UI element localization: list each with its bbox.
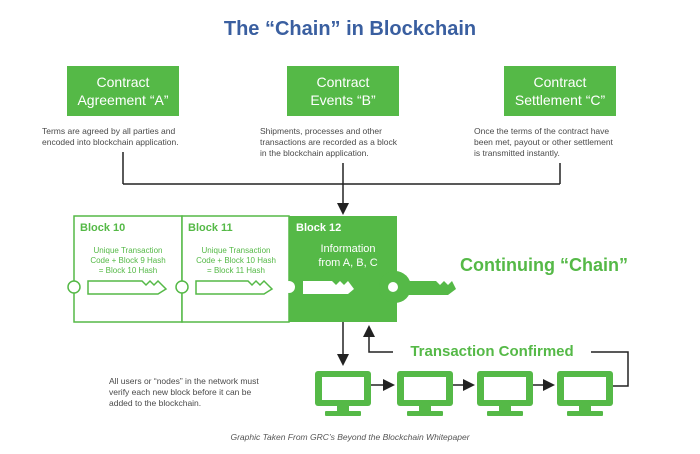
block-text-line: Code + Block 10 Hash (196, 256, 276, 265)
nodes-line: added to the blockchain. (109, 398, 202, 408)
block-text-line: = Block 11 Hash (207, 266, 265, 275)
block-10 (67, 215, 183, 323)
desc-line: been met, payout or other settlement (474, 137, 613, 147)
contract-settlement-line2: Settlement “C” (514, 92, 606, 108)
computer-icon (315, 371, 371, 416)
desc-line: Shipments, processes and other (260, 126, 382, 136)
block-12-text: Information from A, B, C (300, 242, 396, 270)
contract-settlement-description: Once the terms of the contract have been… (474, 126, 664, 159)
block-text-line: Unique Transaction (93, 246, 163, 255)
continuing-chain-label: Continuing “Chain” (460, 255, 628, 275)
contract-agreement-line1: Contract (96, 74, 150, 90)
nodes-line: verify each new block before it can be (109, 387, 252, 397)
block-12 (283, 216, 456, 322)
key-icon (67, 279, 168, 295)
block-text-line: = Block 10 Hash (98, 266, 158, 275)
confirmation-return-path (363, 325, 629, 387)
transaction-confirmed-label: Transaction Confirmed (393, 341, 591, 363)
contract-connectors (122, 152, 561, 215)
key-icon (303, 281, 354, 294)
desc-line: Terms are agreed by all parties and (42, 126, 176, 136)
desc-line: encoded into blockchain application. (42, 137, 179, 147)
diagram-title: The “Chain” in Blockchain (223, 18, 477, 40)
desc-line: Once the terms of the contract have (474, 126, 610, 136)
block-11-text: Unique Transaction Code + Block 10 Hash … (184, 246, 288, 276)
contract-events-description: Shipments, processes and other transacti… (260, 126, 440, 159)
nodes-line: All users or “nodes” in the network must (109, 376, 259, 386)
block-10-text: Unique Transaction Code + Block 9 Hash =… (76, 246, 180, 276)
continuing-key-icon (379, 271, 456, 303)
contract-events-box: Contract Events “B” (287, 66, 399, 116)
block-12-title: Block 12 (296, 222, 342, 234)
desc-line: is transmitted instantly. (474, 148, 560, 158)
block-text-line: Information (320, 243, 376, 255)
block-10-title: Block 10 (80, 222, 126, 234)
contract-events-line2: Events “B” (310, 92, 376, 108)
key-hole-icon (283, 281, 295, 293)
nodes-description: All users or “nodes” in the network must… (109, 376, 309, 409)
contract-events-line1: Contract (316, 74, 370, 90)
contract-agreement-description: Terms are agreed by all parties and enco… (42, 126, 242, 148)
block-11-title: Block 11 (188, 222, 233, 234)
contract-settlement-box: Contract Settlement “C” (504, 66, 616, 116)
desc-line: in the blockchain application. (260, 148, 369, 158)
block-11 (175, 215, 290, 323)
computer-icon (557, 371, 613, 416)
source-caption: Graphic Taken From GRC’s Beyond the Bloc… (230, 432, 470, 442)
block-text-line: Code + Block 9 Hash (90, 256, 166, 265)
contract-agreement-box: Contract Agreement “A” (67, 66, 179, 116)
computer-icon (397, 371, 453, 416)
contract-settlement-line1: Contract (533, 74, 587, 90)
contract-agreement-line2: Agreement “A” (77, 92, 169, 108)
computer-icon (477, 371, 533, 416)
key-icon (175, 279, 274, 295)
desc-line: transactions are recorded as a block (260, 137, 398, 147)
block-text-line: Unique Transaction (201, 246, 271, 255)
block-text-line: from A, B, C (318, 257, 378, 269)
